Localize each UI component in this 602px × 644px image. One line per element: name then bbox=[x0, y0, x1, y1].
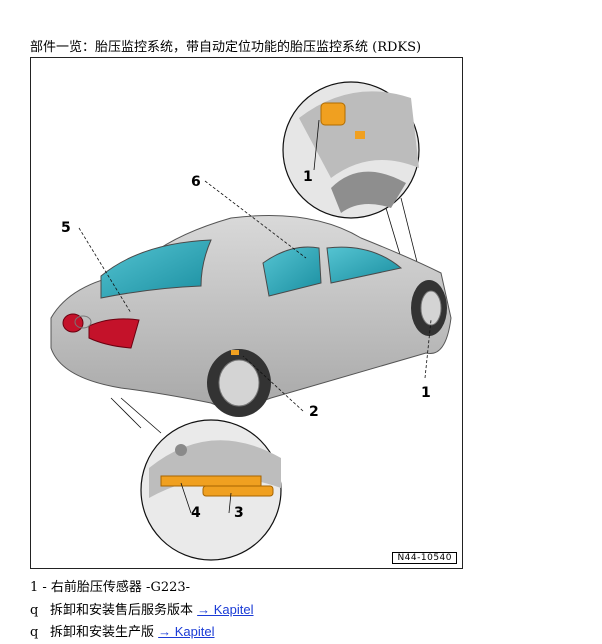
legend-row-text: 拆卸和安装生产版 bbox=[50, 625, 159, 640]
detail-circle-top bbox=[282, 81, 420, 219]
bullet: q bbox=[30, 603, 39, 618]
legend-row: q 拆卸和安装生产版 → Kapitel bbox=[30, 621, 254, 643]
callout-1: 1 bbox=[421, 385, 431, 401]
legend-row-text: 拆卸和安装售后服务版本 bbox=[50, 603, 198, 618]
legend-item-title: 1 - 右前胎压传感器 -G223- bbox=[30, 580, 191, 595]
exploded-view-figure: 1 1 2 3 4 5 6 N44-10540 bbox=[30, 57, 463, 569]
page-heading: 部件一览：胎压监控系统，带自动定位功能的胎压监控系统 (RDKS) bbox=[30, 40, 422, 55]
callout-6: 6 bbox=[191, 174, 201, 190]
bullet: q bbox=[30, 625, 39, 640]
callout-5: 5 bbox=[61, 220, 71, 236]
callout-3: 3 bbox=[234, 505, 244, 521]
detail-circle-bottom bbox=[140, 419, 282, 561]
callout-4: 4 bbox=[191, 505, 201, 521]
car-body bbox=[50, 215, 452, 417]
kapitel-link[interactable]: → Kapitel bbox=[197, 602, 254, 617]
callout-2: 2 bbox=[309, 404, 319, 420]
callout-1-top: 1 bbox=[303, 169, 313, 185]
kapitel-link[interactable]: → Kapitel bbox=[158, 624, 215, 639]
car-illustration bbox=[50, 81, 452, 561]
figure-code: N44-10540 bbox=[392, 552, 457, 564]
legend: 1 - 右前胎压传感器 -G223- q 拆卸和安装售后服务版本 → Kapite… bbox=[30, 577, 254, 643]
legend-row: q 拆卸和安装售后服务版本 → Kapitel bbox=[30, 599, 254, 621]
